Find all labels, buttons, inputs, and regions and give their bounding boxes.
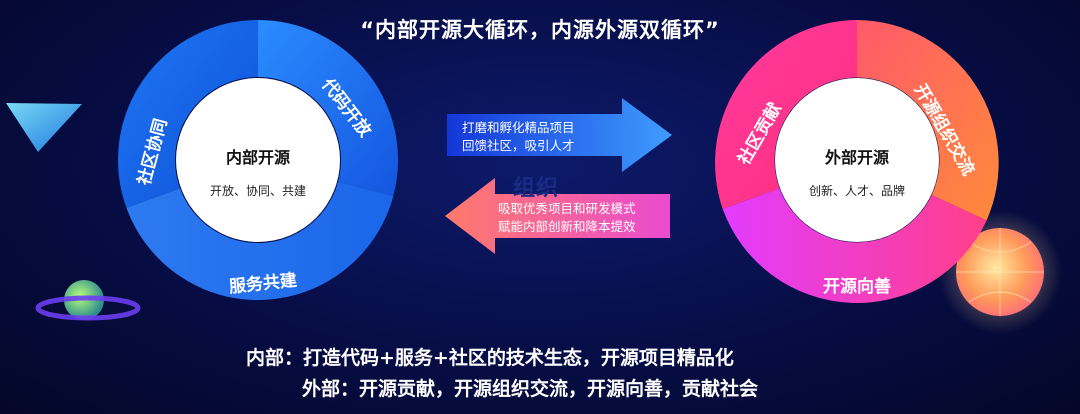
arrow-left-text-line1: 吸取优秀项目和研发模式 xyxy=(498,201,636,216)
left-ring-segment-community xyxy=(117,20,259,208)
watermark-text: 组织 xyxy=(513,176,560,201)
left-center-subtitle: 开放、协同、共建 xyxy=(210,183,306,198)
left-cycle-ring xyxy=(117,20,398,301)
left-ring-segment-service xyxy=(126,181,394,301)
right-segment-label-good: 开源向善 xyxy=(823,276,891,297)
arrow-left-text-line2: 赋能内部创新和降本提效 xyxy=(498,219,636,234)
arrow-right-text-line1: 打磨和孵化精品项目 xyxy=(462,120,575,135)
right-center-subtitle: 创新、人才、品牌 xyxy=(809,183,905,198)
planet-decoration xyxy=(35,280,141,321)
right-ring-segment-org-exchange xyxy=(857,20,999,221)
triangle-decoration xyxy=(6,103,82,152)
bottom-line-internal: 内部：打造代码+服务+社区的技术生态，开源项目精品化 xyxy=(246,347,734,369)
right-ring-segment-good xyxy=(722,188,987,304)
right-cycle-center xyxy=(775,78,939,242)
arrow-right xyxy=(447,98,672,172)
diagram-title: “内部开源大循环，内源外源双循环” xyxy=(360,18,720,42)
right-cycle-ring xyxy=(715,20,999,304)
bottom-line-external: 外部：开源贡献，开源组织交流，开源向善，贡献社会 xyxy=(302,378,759,400)
right-ring-segment-contribution xyxy=(715,20,857,209)
left-ring-segment-code xyxy=(258,20,398,197)
left-cycle-center xyxy=(176,78,340,242)
left-center-title: 内部开源 xyxy=(226,148,290,167)
globe-decoration xyxy=(938,210,1062,334)
arrow-right-text-line2: 回馈社区，吸引人才 xyxy=(462,138,575,153)
right-center-title: 外部开源 xyxy=(824,148,889,167)
arrow-left xyxy=(445,178,670,254)
